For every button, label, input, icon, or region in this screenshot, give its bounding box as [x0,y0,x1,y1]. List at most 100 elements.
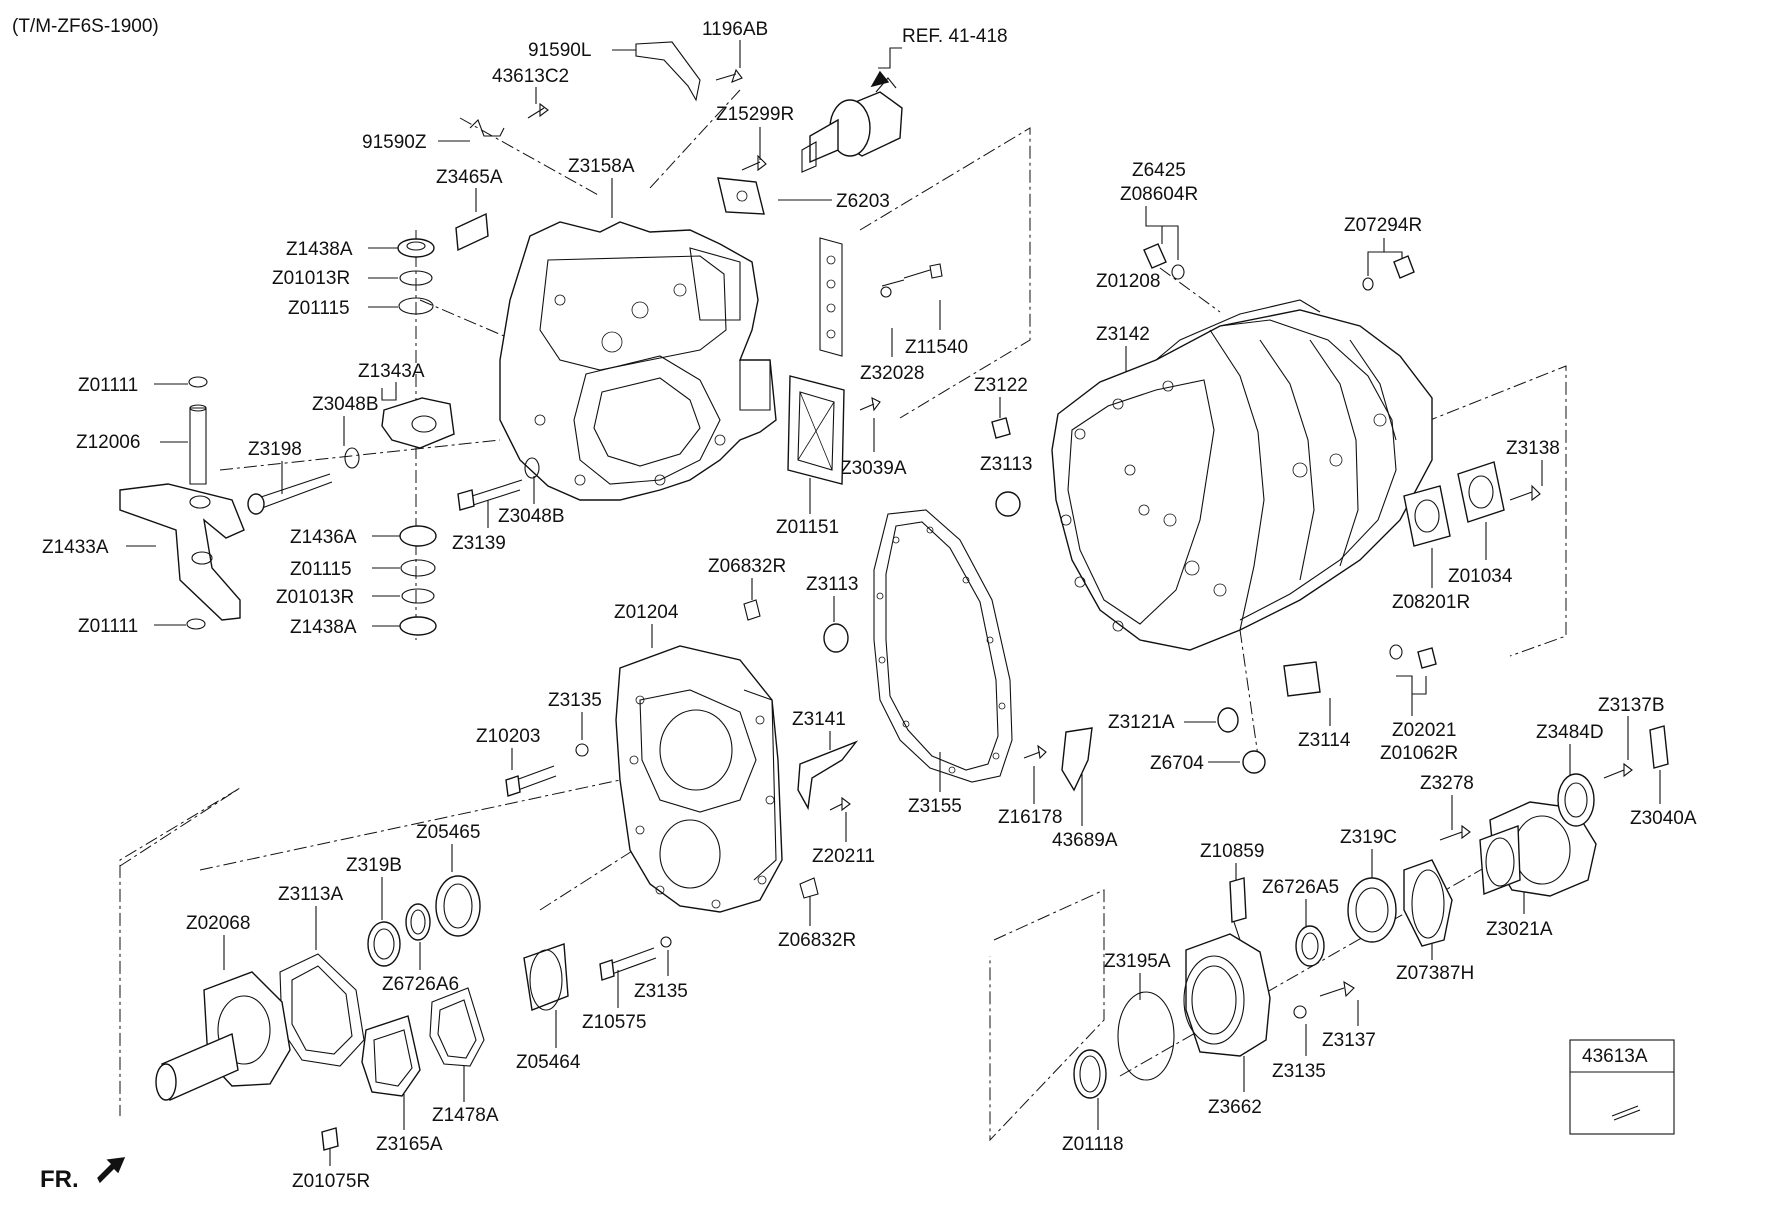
callout-Z3138: Z3138 [1506,438,1560,459]
washer-Z3048B-top [344,447,360,469]
callout-Z3278: Z3278 [1420,773,1474,794]
callout-Z6203: Z6203 [836,191,890,212]
washer-Z3135-top [575,743,589,757]
callout-Z05464: Z05464 [516,1052,581,1073]
clutch-housing-Z3158A [499,221,777,501]
bearing-Z1438A-top [397,238,435,258]
washer-Z08604R [1171,264,1185,280]
washer-Z32028 [880,286,892,298]
main-housing-Z01208 [1051,299,1433,651]
bolt-Z10575 [609,947,657,975]
callout-Z02068: Z02068 [186,913,250,934]
callout-Z1433A: Z1433A [42,537,109,558]
bolt-Z3138 [1509,484,1541,502]
labels: (T/M-ZF6S-1900) REF. 41-418 FR. 43613A 1… [12,16,1697,1193]
callout-Z3465A: Z3465A [436,167,503,188]
ring-Z01013R-bottom [401,588,435,604]
bolt-1196AB [715,68,743,83]
callout-Z02021: Z02021 [1392,720,1456,741]
callout-Z3040A: Z3040A [1630,808,1697,829]
flange-Z02068 [155,971,291,1101]
callout-43613C2: 43613C2 [492,66,569,87]
callout-Z01034: Z01034 [1448,566,1513,587]
callout-Z01111-top: Z01111 [78,375,138,396]
callout-Z6704: Z6704 [1150,753,1204,774]
callout-Z08604R: Z08604R [1120,184,1198,205]
leader-ref [878,47,902,69]
axis-main-housing-right [1379,365,1567,657]
stud-43613A-icon [1611,1105,1641,1121]
washer-Z02021 [1389,644,1403,660]
callout-Z3121A: Z3121A [1108,712,1175,733]
seal-Z05464 [523,943,569,1011]
plug-Z01062R [1417,647,1437,669]
callout-Z10203: Z10203 [476,726,540,747]
callout-91590L: 91590L [528,40,591,61]
gasket-Z1478A [429,987,485,1067]
callout-Z01208: Z01208 [1096,271,1160,292]
bolt-43613C2 [527,102,549,119]
callout-Z3198: Z3198 [248,439,302,460]
callout-Z3135-top: Z3135 [548,690,602,711]
plate-Z01034 [1457,461,1505,523]
seal-Z07387H [1403,859,1453,947]
callout-Z3137B: Z3137B [1598,695,1665,716]
callout-Z3135-bottom: Z3135 [634,981,688,1002]
shaft-Z3198 [257,473,333,509]
callout-Z3113A: Z3113A [278,884,343,905]
callout-Z1343A: Z1343A [358,361,425,382]
callout-Z01151: Z01151 [776,517,839,538]
plate-Z3114 [1283,661,1321,697]
front-arrow-icon [97,1157,126,1184]
model-code: (T/M-ZF6S-1900) [12,16,159,37]
axis-rear-left [989,889,1105,1142]
plate-Z3040A [1649,725,1669,769]
bracket-Z3141 [797,740,859,811]
screw-Z20211 [829,796,851,812]
callout-Z3135-right: Z3135 [1272,1061,1326,1082]
callout-Z01111-bottom: Z01111 [78,616,138,637]
axis-clutch-housing-right [859,127,1031,419]
front-marker-label: FR. [40,1166,79,1193]
callout-Z6726A6: Z6726A6 [382,974,459,995]
callout-Z16178: Z16178 [998,807,1062,828]
bolt-Z3139 [469,479,523,507]
bracket-91590L [635,41,701,102]
cover-Z3165A [361,1015,421,1097]
oring-Z01111-top [188,376,208,388]
leader-Z08604R [1145,206,1179,260]
callout-Z05465: Z05465 [416,822,480,843]
axis-ref [649,89,741,189]
cover-Z01204 [615,645,783,913]
callout-Z6726A5: Z6726A5 [1262,877,1339,898]
callout-Z3048B-top: Z3048B [312,394,379,415]
wedge-Z3465A [455,212,489,252]
ref-label: REF. 41-418 [902,26,1008,47]
oring-Z3195A [1117,991,1175,1081]
callout-Z32028: Z32028 [860,363,924,384]
callout-Z3155: Z3155 [908,796,962,817]
callout-Z12006: Z12006 [76,432,140,453]
callout-Z10575: Z10575 [582,1012,646,1033]
callout-Z01013R-top: Z01013R [272,268,350,289]
callout-Z3113-middle: Z3113 [806,574,858,595]
callout-Z01062R: Z01062R [1380,743,1458,764]
callout-Z08201R: Z08201R [1392,592,1470,613]
callout-Z6425: Z6425 [1132,160,1186,181]
washer-Z3048B-bottom [524,457,540,479]
axis-top [459,117,601,197]
callout-Z1436A: Z1436A [290,527,357,548]
callout-Z3114: Z3114 [1298,730,1351,751]
axis-cover-bottom-left [119,787,241,1116]
bolt-Z10203 [515,765,557,791]
callout-Z3142: Z3142 [1096,324,1150,345]
washer-Z3135-right [1293,1005,1307,1019]
callout-Z3048B-bottom: Z3048B [498,506,565,527]
part-shapes [97,41,1669,1184]
bolt-Z11540 [881,263,943,287]
callout-Z3158A: Z3158A [568,156,635,177]
pin-Z06832R-bottom [799,877,819,899]
circlip-Z01118 [1073,1049,1107,1099]
ring-Z01013R-top [399,270,433,286]
callout-Z01075R: Z01075R [292,1171,370,1192]
